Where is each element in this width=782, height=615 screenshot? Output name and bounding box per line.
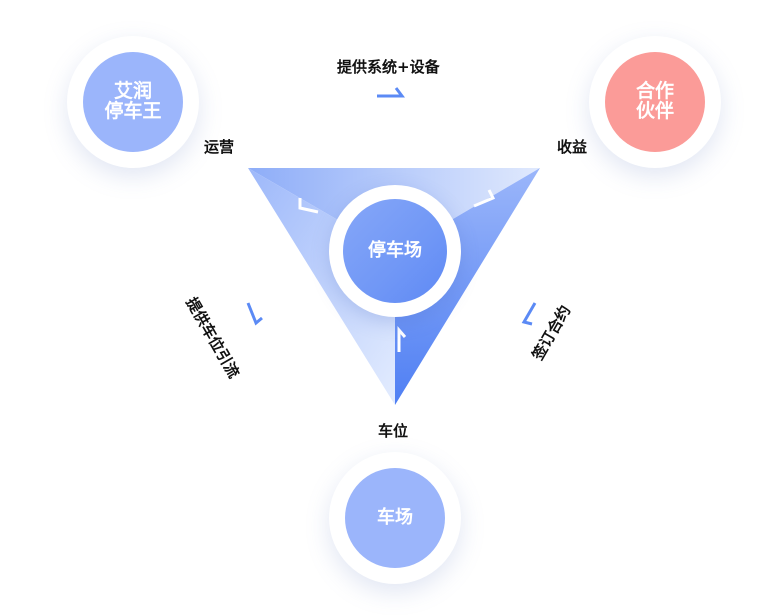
label-provide-system: 提供系统+设备 bbox=[337, 58, 440, 76]
arrow-down-icon bbox=[246, 302, 263, 326]
node-airun-line2: 停车王 bbox=[104, 100, 162, 122]
node-partner-line1: 合作 bbox=[635, 80, 674, 103]
arrow-right-icon bbox=[377, 87, 405, 98]
arrow-icon bbox=[397, 325, 407, 352]
node-partner-outer: 合作 伙伴 bbox=[589, 36, 721, 168]
node-center-outer: 停车场 bbox=[329, 185, 461, 317]
node-partner: 合作 伙伴 bbox=[605, 52, 705, 152]
label-parking-space: 车位 bbox=[378, 422, 409, 440]
node-carpark: 车场 bbox=[345, 468, 445, 568]
node-airun-outer: 艾润 停车王 bbox=[67, 36, 199, 168]
node-airun: 艾润 停车王 bbox=[83, 52, 183, 152]
node-parking-lot: 停车场 bbox=[343, 199, 447, 303]
node-airun-line1: 艾润 bbox=[113, 80, 152, 103]
arrow-icon bbox=[473, 189, 496, 208]
label-revenue: 收益 bbox=[557, 138, 588, 156]
arrow-icon bbox=[298, 198, 319, 214]
label-operation: 运营 bbox=[204, 138, 235, 156]
node-carpark-outer: 车场 bbox=[329, 452, 461, 584]
arrow-up-icon bbox=[521, 302, 537, 326]
node-partner-line2: 伙伴 bbox=[635, 100, 674, 122]
